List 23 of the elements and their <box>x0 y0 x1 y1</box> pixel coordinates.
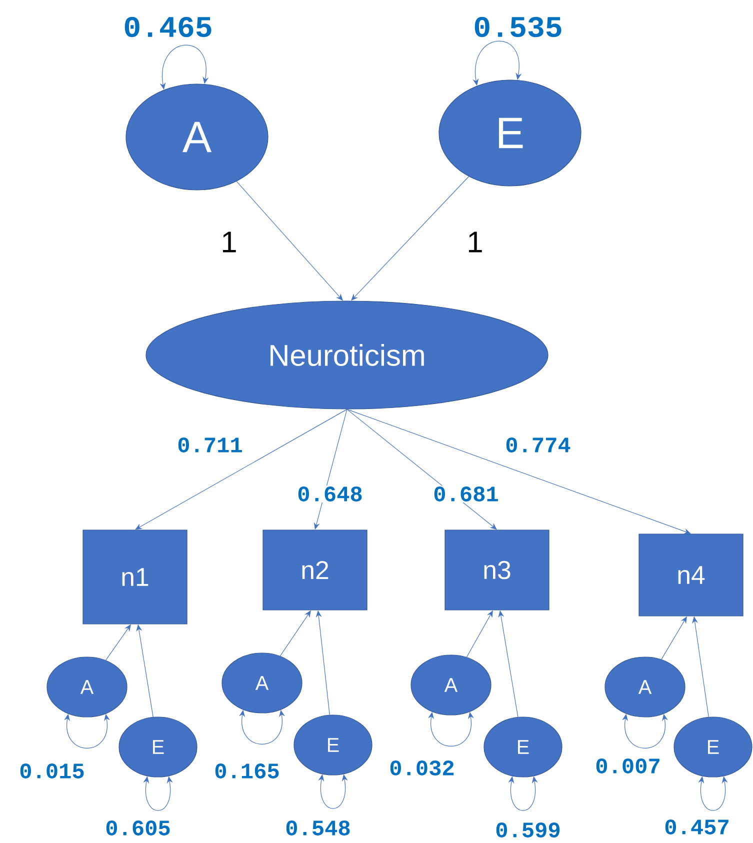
arrow <box>346 409 691 534</box>
edge-label: 0.007 <box>594 758 662 774</box>
edge-label: 0.599 <box>494 822 562 838</box>
edge-label: 0.648 <box>296 486 364 502</box>
edge-label: 0.774 <box>504 436 572 454</box>
edge-label: 0.165 <box>213 762 281 780</box>
arrow <box>135 409 348 530</box>
edge-label: 0.711 <box>176 436 244 454</box>
edge-label: 0.015 <box>18 762 86 780</box>
observed-variable-box: n4 <box>638 534 744 616</box>
observed-variable-box: n2 <box>262 530 368 610</box>
observed-variable-box: n1 <box>82 530 188 624</box>
edge-label: 0.681 <box>432 486 500 502</box>
edge-label: 0.465 <box>122 16 214 38</box>
edge-label: 1 <box>466 230 484 254</box>
edge-label: 0.605 <box>104 820 172 836</box>
edge-label: 0.535 <box>472 16 564 38</box>
edge-label: 0.457 <box>663 818 731 836</box>
edge-label: 1 <box>220 230 238 254</box>
edge-label: 0.548 <box>284 820 352 836</box>
observed-variable-box: n3 <box>444 530 550 610</box>
edge-label: 0.032 <box>388 760 456 776</box>
arrow <box>346 409 497 530</box>
